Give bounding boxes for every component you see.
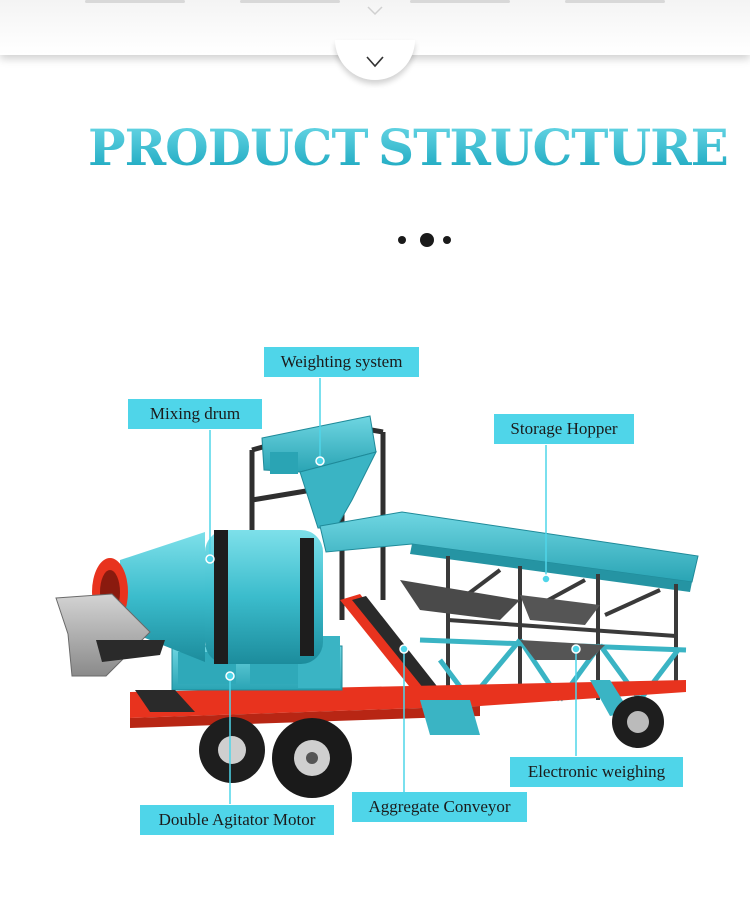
faint-divider [410,0,510,3]
dot-small [398,236,406,244]
faint-divider [240,0,340,3]
aggregate-conveyor [340,594,445,706]
faint-chevron-icon [367,6,383,16]
label-double-agitator-motor: Double Agitator Motor [140,805,334,835]
wheels [199,696,664,798]
weighting-hopper [261,415,377,529]
heading-product: PRODUCT [88,118,369,177]
label-mixing-drum: Mixing drum [128,399,262,429]
label-electronic-weighing: Electronic weighing [510,757,683,787]
label-aggregate-conveyor: Aggregate Conveyor [352,792,527,822]
discharge-chute [55,593,165,677]
label-weighting-system: Weighting system [264,347,419,377]
heading-structure: STRUCTURE [378,118,729,177]
faint-divider [565,0,665,3]
dot-small [443,236,451,244]
storage-hopper [319,511,699,700]
faint-divider [85,0,185,3]
leader-dots [205,456,581,681]
dots-indicator [398,233,458,247]
dot-large [420,233,434,247]
leader-lines [209,378,577,804]
chevron-down-icon[interactable] [366,56,384,68]
label-storage-hopper: Storage Hopper [494,414,634,444]
